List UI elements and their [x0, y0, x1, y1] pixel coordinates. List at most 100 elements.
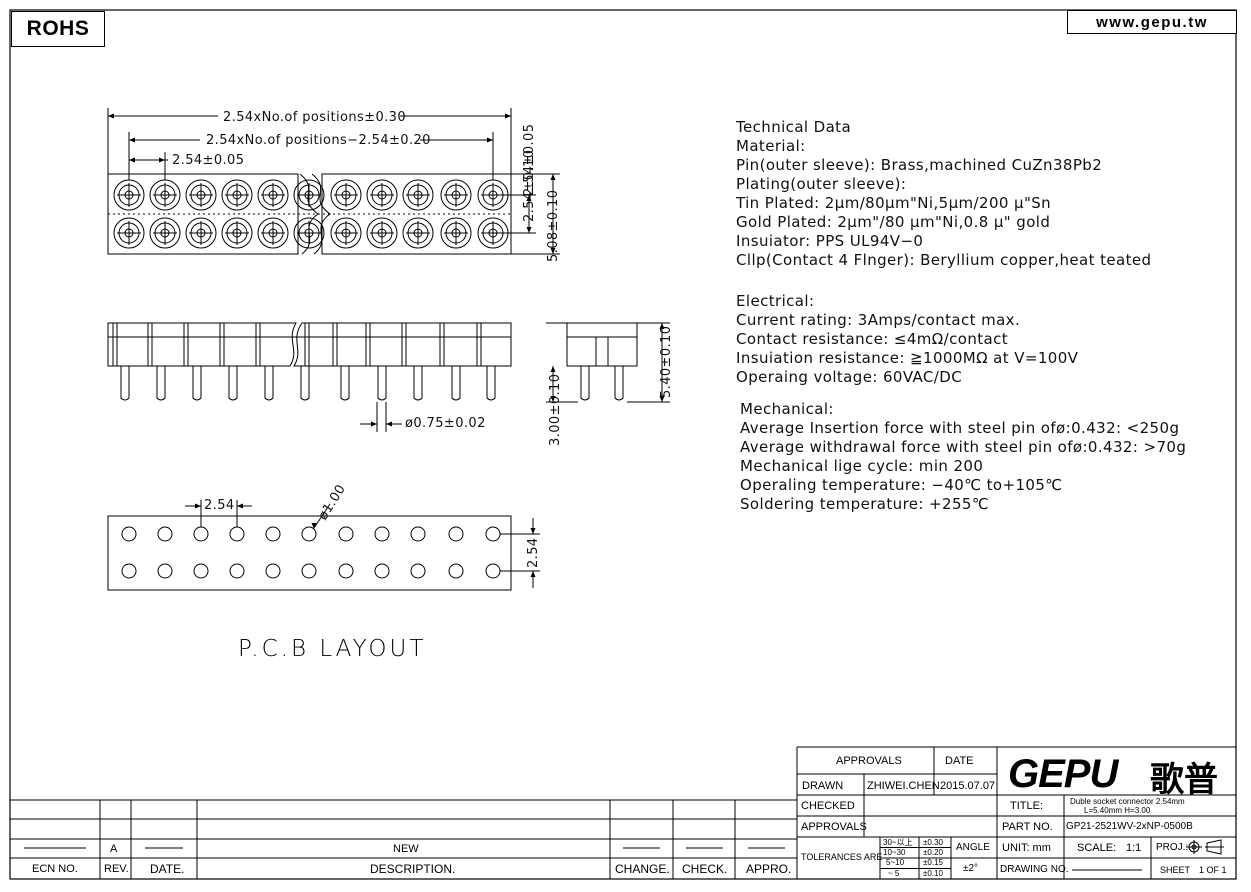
tol-range: 30~以上	[883, 838, 913, 847]
rohs-badge: ROHS	[11, 11, 105, 47]
side-housing-left	[107, 322, 297, 367]
approvals-header: APPROVALS	[836, 755, 902, 767]
part-no-label: PART NO.	[1002, 821, 1053, 833]
approvals-label: APPROVALS	[801, 821, 867, 833]
gepu-logo-cn: 歌普	[1150, 760, 1218, 800]
pcb-hole	[448, 563, 464, 579]
pcb-hole	[301, 563, 317, 579]
arrow-head	[371, 421, 377, 427]
spec-line: Pin(outer sleeve): Brass,machined CuZn38…	[736, 156, 1103, 174]
spec-line: Operaing voltage: 60VAC/DC	[736, 368, 963, 386]
arrow-head	[550, 174, 556, 180]
spec-line: Electrical:	[736, 292, 815, 310]
electrical-block: Electrical: Current rating: 3Amps/contac…	[736, 292, 1078, 387]
contact-outer	[293, 179, 325, 211]
website-label: www.gepu.tw	[1067, 10, 1237, 34]
pcb-hole	[301, 526, 317, 542]
spec-line: Material:	[736, 137, 806, 155]
tol-range: 5~10	[886, 858, 905, 867]
pcb-hole	[265, 526, 281, 542]
tol-value: ±0.10	[923, 869, 943, 878]
contact-outer	[440, 217, 472, 249]
spec-line: Operaling temperature: −40℃ to+105℃	[740, 476, 1063, 494]
arrow-head	[311, 523, 317, 529]
dim-tail-length: 3.00±0.10	[548, 373, 563, 446]
dim-pin-diameter: ø0.75±0.02	[405, 416, 486, 431]
pcb-hole	[448, 526, 464, 542]
unit-label: UNIT: mm	[1002, 842, 1051, 854]
checked-label: CHECKED	[801, 800, 855, 812]
angle-label: ANGLE	[956, 842, 990, 853]
end-pin-tail	[614, 366, 624, 401]
pcb-hole	[338, 563, 354, 579]
end-pin-tail	[580, 366, 590, 401]
pcb-hole	[485, 563, 501, 579]
contact-outer	[185, 217, 217, 249]
contact-outer	[221, 179, 253, 211]
contact-outer	[402, 217, 434, 249]
dim-pitch: 2.54±0.05	[172, 153, 245, 168]
contact-outer	[185, 179, 217, 211]
pcb-layout-title: P.C.B LAYOUT	[238, 636, 427, 662]
tol-value: ±0.30	[923, 838, 943, 847]
dim-inner-length: 2.54xNo.of positions−2.54±0.20	[206, 133, 431, 148]
spec-line: Insuiation resistance: ≧1000MΩ at V=100V	[736, 349, 1079, 367]
title-line-1: Duble socket connector 2.54mm	[1070, 797, 1185, 806]
sheet-border	[9, 9, 1237, 880]
contact-outer	[113, 217, 145, 249]
arrow-head	[659, 323, 665, 329]
housing-left-outline	[107, 173, 299, 255]
spec-line: Plating(outer sleeve):	[736, 175, 907, 193]
header-rev: REV.	[104, 863, 129, 875]
description-value: NEW	[393, 843, 419, 855]
arrow-head	[505, 113, 511, 119]
spec-line: Cllp(Contact 4 Flnger): Beryllium copper…	[736, 251, 1152, 269]
gepu-logo: GEPU	[1008, 752, 1118, 796]
pin-tail	[377, 366, 387, 401]
contact-outer	[221, 217, 253, 249]
arrow-head	[386, 421, 392, 427]
arrow-head	[526, 227, 532, 233]
header-check: CHECK.	[682, 862, 728, 876]
contact-outer	[402, 179, 434, 211]
arrow-head	[487, 137, 493, 143]
drawing-no-label: DRAWING NO.	[1000, 864, 1069, 875]
pcb-hole	[157, 526, 173, 542]
side-housing-right	[293, 322, 512, 367]
contact-outer	[330, 179, 362, 211]
date-header: DATE	[945, 755, 974, 767]
header-ecn: ECN NO.	[32, 863, 78, 875]
dim-overall-length: 2.54xNo.of positions±0.30	[223, 110, 406, 125]
contact-outer	[440, 179, 472, 211]
side-view	[107, 322, 512, 432]
tol-range: 10~30	[883, 848, 906, 857]
pcb-hole	[410, 563, 426, 579]
pin-tail	[486, 366, 496, 401]
sheet-label: SHEET	[1160, 865, 1191, 875]
pcb-hole	[485, 526, 501, 542]
contact-outer	[257, 217, 289, 249]
arrow-head	[550, 248, 556, 254]
spec-line: Insuiator: PPS UL94V−0	[736, 232, 924, 250]
title-label: TITLE:	[1010, 800, 1044, 812]
pcb-hole	[121, 563, 137, 579]
spec-line: Soldering temperature: +255℃	[740, 495, 990, 513]
end-housing	[566, 322, 638, 367]
tol-value: ±0.15	[923, 858, 943, 867]
pin-tail	[264, 366, 274, 401]
arrow-head	[530, 528, 536, 534]
header-appro: APPRO.	[746, 862, 792, 876]
contact-outer	[149, 217, 181, 249]
title-block-lines	[10, 746, 1236, 879]
rev-value: A	[110, 843, 118, 855]
arrow-head	[237, 503, 243, 509]
dim-pcb-pitch: 2.54	[204, 498, 235, 513]
pcb-layout-view	[107, 500, 540, 591]
pin-tail	[340, 366, 350, 401]
spec-line: Mechanical lige cycle: min 200	[740, 457, 984, 475]
pcb-hole	[157, 563, 173, 579]
dim-row-pitch: 2.54±0.10	[522, 149, 537, 222]
sheet-value: 1 OF 1	[1199, 865, 1227, 875]
pcb-hole	[193, 526, 209, 542]
drawn-label: DRAWN	[802, 780, 844, 792]
